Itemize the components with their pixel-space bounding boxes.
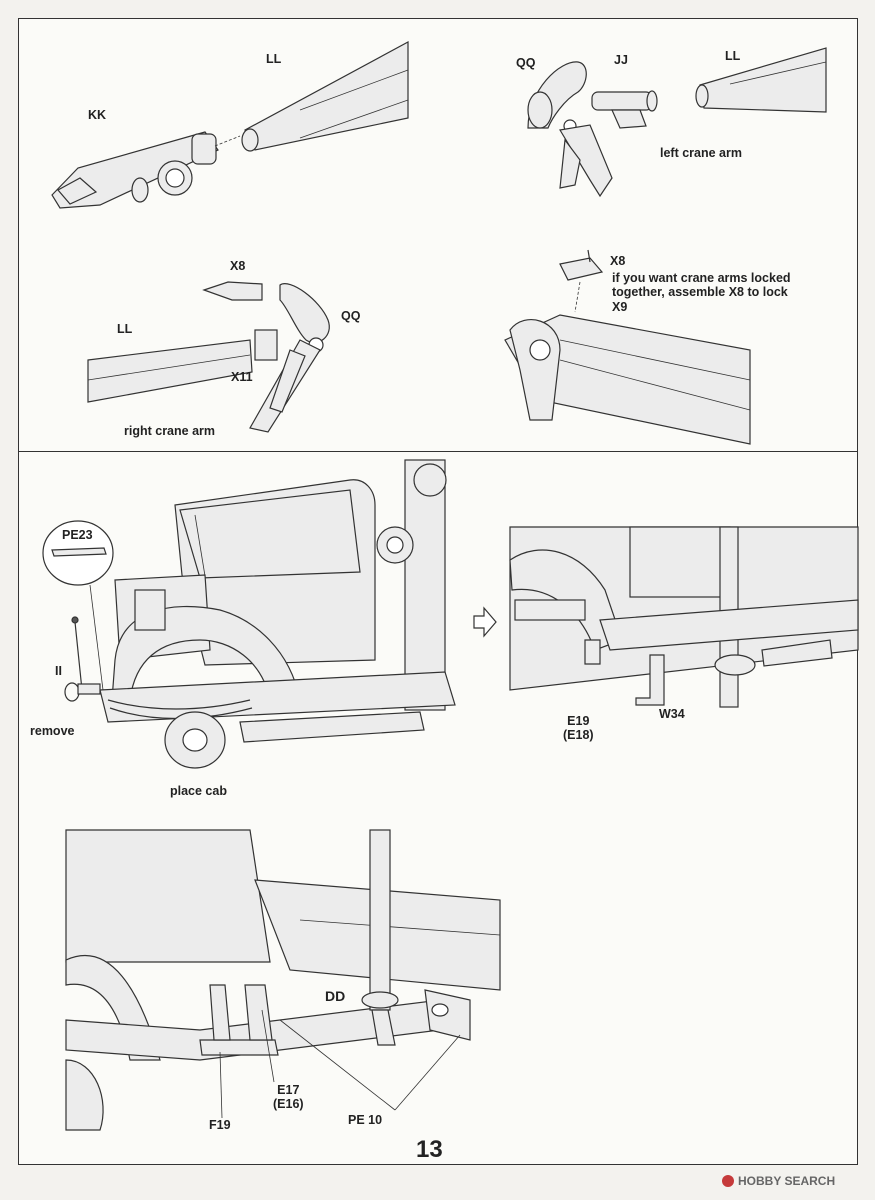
right-crane-arm-drawing [87,281,330,433]
page-number: 13 [416,1136,443,1163]
label-jj: JJ [614,53,628,67]
kk-assembly-drawing [51,131,241,209]
label-right-crane-arm: right crane arm [124,424,216,438]
label-kk: KK [88,108,107,122]
label-left-crane-arm: left crane arm [660,146,742,160]
label-e17: E17 (E16) [273,1083,304,1112]
label-ll-right: LL [725,49,741,63]
qq-jj-assembly-drawing [527,61,658,198]
label-qq-top: QQ [516,56,536,70]
label-x11: X11 [231,370,253,384]
label-lock-note: if you want crane arms locked together, … [612,271,791,314]
label-pe10: PE 10 [348,1113,383,1127]
locked-crane-arms-drawing [504,249,751,445]
label-f19: F19 [209,1118,231,1132]
label-pe23: PE23 [62,528,93,542]
label-w34: W34 [659,707,685,721]
label-e19: E19 (E18) [563,714,594,743]
ll-tube-right-drawing [695,47,827,113]
label-ii: II [55,664,62,678]
ll-tube-top-drawing [241,40,409,152]
chassis-closeup-drawing [509,526,859,708]
label-x8-left: X8 [230,259,246,273]
label-qq-mid: QQ [341,309,361,323]
watermark: HOBBY SEARCH [722,1174,835,1188]
hobby-search-logo-icon [722,1175,734,1187]
label-dd: DD [325,988,346,1004]
arrow-right-icon [473,606,497,638]
label-ll-left: LL [117,322,133,336]
step-frame-drawing [65,829,501,1131]
label-x8-right: X8 [610,254,626,268]
section-divider [18,451,858,452]
watermark-text: HOBBY SEARCH [738,1174,836,1188]
truck-cab-drawing [42,459,456,769]
label-remove: remove [30,724,75,738]
label-place-cab: place cab [170,784,227,798]
label-ll-top: LL [266,52,282,66]
